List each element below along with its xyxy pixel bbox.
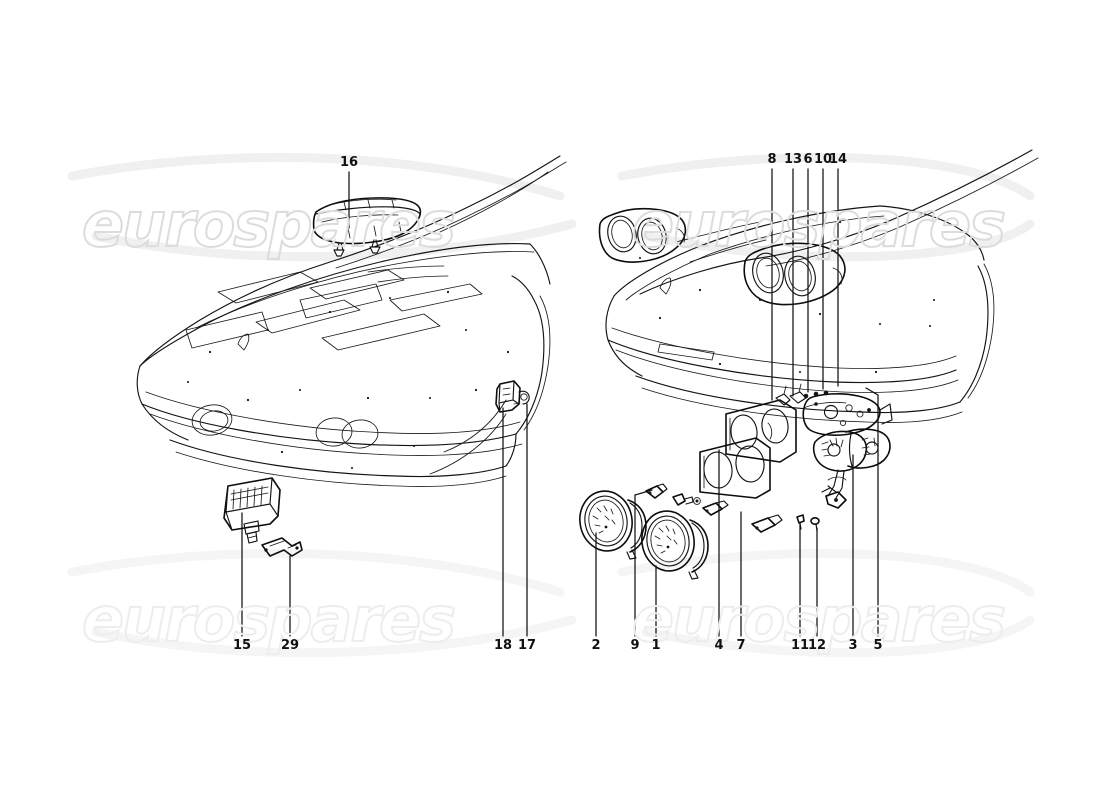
callout-leader-lines (241, 168, 879, 637)
callout-label-11: 11 (790, 638, 810, 653)
callout-label-3: 3 (848, 638, 858, 653)
callout-label-5: 5 (873, 638, 883, 653)
watermark-text: eurospares (81, 582, 457, 657)
part-2-outer-sealed-beam (579, 490, 647, 560)
callout-label-14: 14 (828, 152, 848, 167)
part-3-lift-motor-actuator (812, 428, 891, 509)
callout-label-9: 9 (630, 638, 640, 653)
callout-label-29: 29 (280, 638, 300, 653)
callout-label-15: 15 (232, 638, 252, 653)
part-29-fog-lamp-bracket (261, 537, 303, 557)
callout-label-1: 1 (651, 638, 661, 653)
callout-label-10: 10 (813, 152, 833, 167)
popup-headlamp-pod-left (598, 207, 687, 263)
callout-label-2: 2 (591, 638, 601, 653)
callout-label-17: 17 (517, 638, 537, 653)
part-15-fog-lamp-unit (223, 477, 281, 544)
callout-label-12: 12 (807, 638, 827, 653)
headlamp-pod-frames (699, 383, 829, 499)
part-18-17-lift-switch-assembly (495, 380, 530, 413)
part-1-inner-sealed-beam (641, 510, 709, 580)
popup-headlamp-pod-right (743, 242, 846, 306)
callout-label-8: 8 (767, 152, 777, 167)
car-front-view-headlamps-closed (136, 155, 567, 487)
callout-label-7: 7 (736, 638, 746, 653)
small-hardware-group (645, 476, 847, 533)
callout-label-13: 13 (783, 152, 803, 167)
watermark-text: eurospares (631, 187, 1007, 262)
part-16-headlamp-pod-cover (312, 197, 422, 257)
callout-label-6: 6 (803, 152, 813, 167)
part-5-lift-support-bracket (802, 393, 893, 436)
callout-label-4: 4 (714, 638, 724, 653)
watermark-text: eurospares (631, 582, 1007, 657)
car-front-view-headlamps-raised (598, 149, 1039, 423)
callout-label-18: 18 (493, 638, 513, 653)
callout-label-16: 16 (339, 155, 359, 170)
watermark-text: eurospares (81, 187, 457, 262)
